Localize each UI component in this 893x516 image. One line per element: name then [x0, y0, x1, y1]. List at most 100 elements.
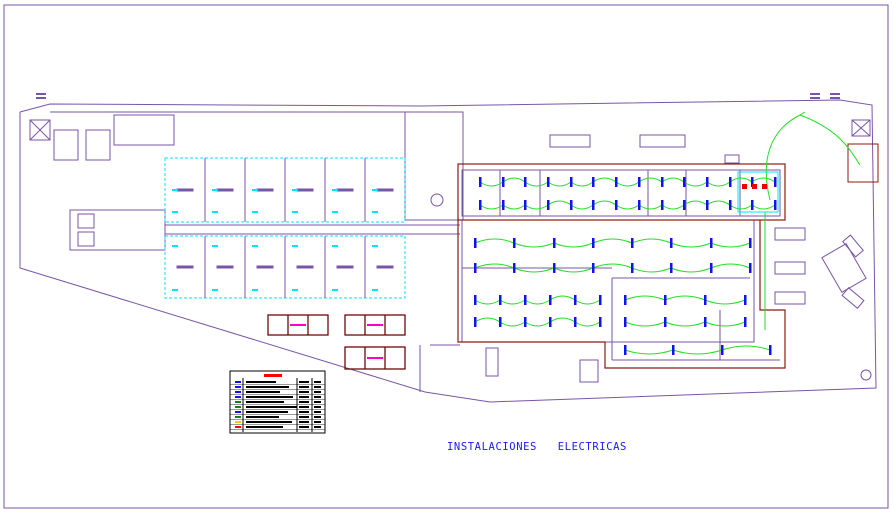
- light-fixture-icon: [524, 295, 527, 305]
- circuit-wire: [638, 177, 663, 183]
- room-label: [296, 188, 314, 192]
- left-building: [164, 157, 406, 299]
- legend-value: [314, 406, 321, 408]
- light-fixtures: [172, 177, 777, 355]
- light-fixture-icon: [683, 200, 686, 210]
- light-fixture-icon: [638, 177, 641, 187]
- circuit-wire: [524, 204, 549, 210]
- light-fixture-icon: [751, 200, 754, 210]
- outlet-icon: [292, 211, 298, 213]
- light-fixture-icon: [664, 317, 667, 327]
- circuit-wire: [499, 321, 526, 327]
- circuit-wire: [574, 321, 601, 327]
- light-fixture-icon: [474, 263, 477, 273]
- drawing-title: INSTALACIONES ELECTRICAS: [447, 441, 627, 453]
- legend-text: [246, 421, 292, 423]
- circuit-wire: [661, 177, 685, 183]
- outlet-icon: [252, 211, 258, 213]
- circuit-wire: [553, 267, 594, 273]
- light-fixture-icon: [547, 177, 550, 187]
- legend-symbol: [235, 426, 241, 428]
- circuit-wire: [670, 242, 712, 248]
- breaker-icon: [742, 184, 747, 189]
- circuit-wire: [502, 204, 526, 210]
- circuit-wire: [710, 242, 751, 248]
- light-fixture-icon: [553, 263, 556, 273]
- sheet-border: [3, 4, 889, 509]
- outlet-icon: [172, 189, 178, 191]
- circuit-wire: [502, 177, 526, 183]
- legend-value: [299, 421, 309, 423]
- outlet-icon: [212, 245, 218, 247]
- light-fixture-icon: [592, 263, 595, 273]
- circuit-wire: [683, 181, 708, 187]
- light-fixture-icon: [704, 295, 707, 305]
- outlet-icon: [212, 211, 218, 213]
- light-fixture-icon: [670, 263, 673, 273]
- legend-symbol: [235, 421, 241, 423]
- legend-text: [246, 426, 283, 428]
- light-fixture-icon: [749, 238, 752, 248]
- equipment-box: [344, 314, 406, 336]
- light-fixture-icon: [599, 317, 602, 327]
- legend-symbol: [235, 396, 241, 398]
- light-fixture-icon: [479, 200, 482, 210]
- circuit-wire: [474, 317, 501, 323]
- circuit-wire: [549, 295, 576, 301]
- legend-value: [314, 426, 321, 428]
- circuit-wire: [670, 267, 712, 273]
- circuit-wire: [524, 299, 551, 305]
- light-fixture-icon: [615, 177, 618, 187]
- light-fixture-icon: [638, 200, 641, 210]
- circuit-wire: [706, 200, 731, 206]
- legend: [229, 370, 326, 434]
- legend-symbol: [235, 391, 241, 393]
- room-label: [376, 188, 394, 192]
- room-label: [296, 265, 314, 269]
- legend-value: [314, 381, 321, 383]
- truck: [77, 231, 95, 247]
- legend-text: [246, 396, 293, 398]
- electrical-panel: [737, 171, 779, 213]
- light-fixture-icon: [769, 345, 772, 355]
- circuit-wire: [549, 317, 576, 323]
- circuit-wire: [553, 242, 594, 248]
- light-fixture-icon: [524, 177, 527, 187]
- tree-icon: [860, 369, 872, 381]
- outlet-icon: [292, 245, 298, 247]
- circuit-wire: [570, 204, 594, 210]
- light-fixture-icon: [661, 177, 664, 187]
- outlet-icon: [292, 189, 298, 191]
- room-label: [256, 188, 274, 192]
- legend-text: [246, 381, 276, 383]
- room-label: [216, 188, 234, 192]
- light-fixture-icon: [474, 317, 477, 327]
- light-fixture-icon: [592, 177, 595, 187]
- outlet-icon: [372, 189, 378, 191]
- outlet-icon: [372, 289, 378, 291]
- room-label: [176, 188, 194, 192]
- circuit-wire: [704, 321, 746, 327]
- light-fixture-icon: [592, 238, 595, 248]
- light-fixture-icon: [631, 263, 634, 273]
- feeder-wire: [765, 111, 806, 201]
- outlet-icon: [252, 289, 258, 291]
- legend-text: [246, 386, 289, 388]
- circuit-wire: [592, 200, 617, 206]
- circuit-wire: [479, 181, 504, 187]
- outlet-icon: [332, 289, 338, 291]
- main-building-outline: [457, 163, 786, 369]
- light-fixture-icon: [502, 177, 505, 187]
- light-fixture-icon: [729, 200, 732, 210]
- room-label: [336, 265, 354, 269]
- outlet-icon: [372, 245, 378, 247]
- circuit-wire: [631, 267, 672, 273]
- light-fixture-icon: [549, 295, 552, 305]
- room-label: [336, 188, 354, 192]
- light-fixture-icon: [513, 263, 516, 273]
- legend-value: [299, 406, 309, 408]
- light-fixture-icon: [631, 238, 634, 248]
- circuit-wire: [592, 238, 633, 244]
- outlet-icon: [332, 211, 338, 213]
- light-fixture-icon: [721, 345, 724, 355]
